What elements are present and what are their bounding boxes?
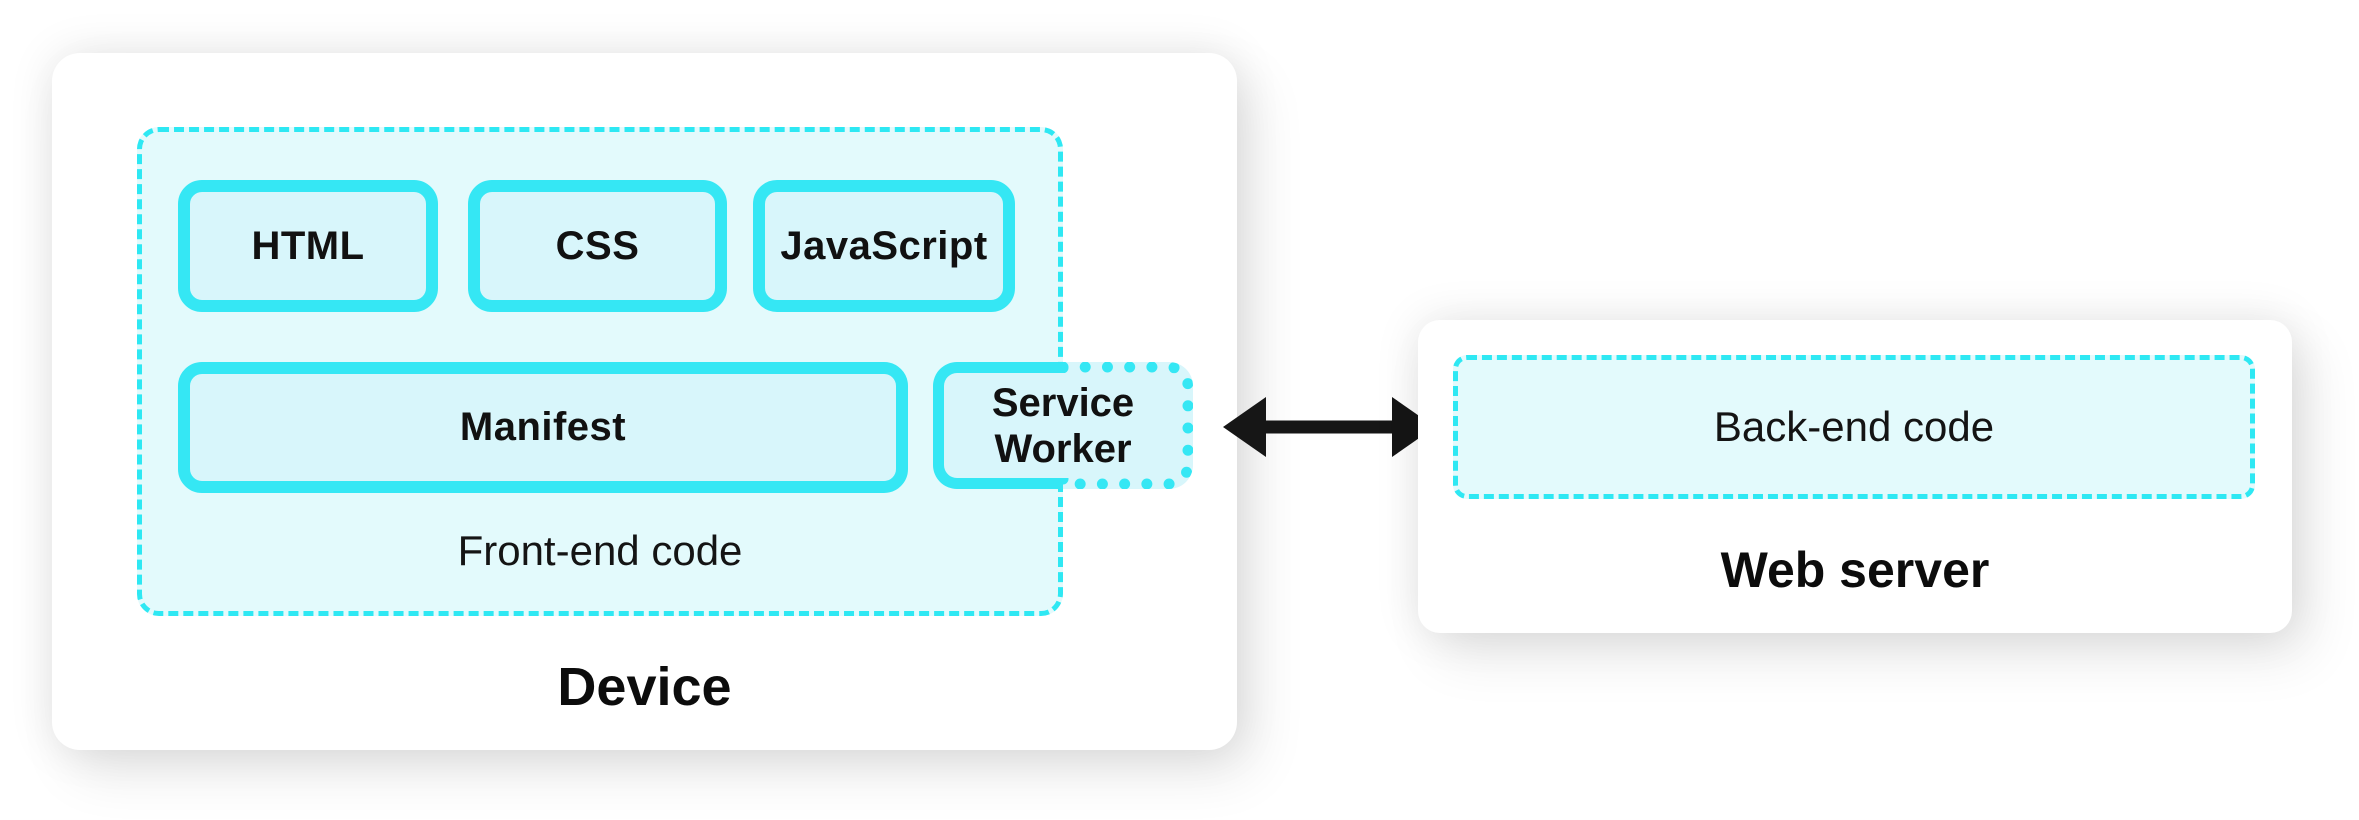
bidirectional-arrow-icon xyxy=(1223,397,1435,457)
web-server-title: Web server xyxy=(1720,542,1990,598)
backend-code-caption: Back-end code xyxy=(1713,403,1995,450)
device-title: Device xyxy=(557,657,732,717)
css-box-label: CSS xyxy=(555,223,640,268)
html-box-label: HTML xyxy=(251,223,365,268)
service-worker-solid-border-half xyxy=(933,362,1064,489)
javascript-box-label: JavaScript xyxy=(780,223,988,268)
backend-code-container: Back-end code xyxy=(1453,355,2255,499)
service-worker-box-label: Service Worker xyxy=(991,380,1135,471)
manifest-box-label: Manifest xyxy=(459,405,627,449)
service-worker-box: Service Worker xyxy=(933,362,1193,489)
javascript-box: JavaScript xyxy=(753,180,1015,312)
css-box: CSS xyxy=(468,180,727,312)
service-worker-dotted-border-half xyxy=(1063,362,1193,489)
html-box: HTML xyxy=(178,180,438,312)
manifest-box: Manifest xyxy=(178,362,908,493)
frontend-code-caption: Front-end code xyxy=(457,527,743,574)
